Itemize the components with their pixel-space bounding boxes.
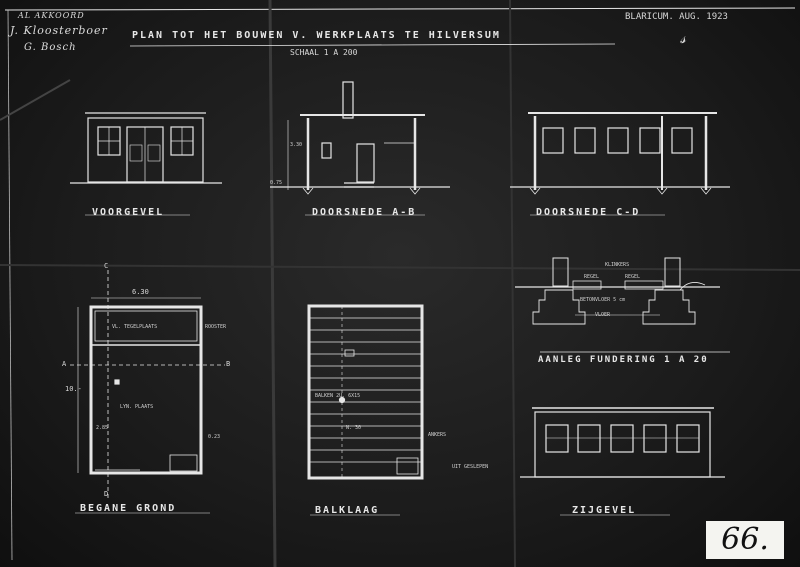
note-n30: N. 30 (346, 425, 362, 431)
fundering-drawing (515, 257, 730, 353)
note-regel-1: REGEL (584, 274, 600, 280)
caption-begane-grond: BEGANE GROND (80, 503, 177, 514)
sheet-number-tag: 66. (706, 521, 784, 559)
marker-b: B (226, 360, 231, 368)
note-betonvloer: BETONVLOER 5 cm (580, 297, 626, 303)
note-tegelplaats: VL. TEGELPLAATS (112, 324, 158, 330)
caption-doorsnede-ab: DOORSNEDE A-B (312, 207, 417, 218)
note-ankers: ANKERS (428, 432, 447, 438)
stamp-text-1: AL AKKOORD (18, 11, 85, 20)
note-klinkers: KLINKERS (605, 262, 630, 268)
note-vloer: VLOER (595, 312, 611, 318)
doorsnede-cd-drawing (510, 112, 730, 195)
voorgevel-drawing (70, 112, 222, 184)
dim-section-height: 3.30 (290, 142, 303, 148)
dim-section-base: 0.75 (270, 180, 283, 186)
stamp-signature-1: J. Kloosterboer (10, 24, 108, 37)
page-title: PLAN TOT HET BOUWEN V. WERKPLAATS TE HIL… (132, 30, 501, 41)
architect-signature: 𝓈 (680, 28, 687, 47)
note-rooster: ROOSTER (205, 324, 227, 330)
marker-c: C (104, 262, 109, 270)
balklaag-plan-drawing (307, 304, 424, 480)
marker-a: A (62, 360, 67, 368)
dim-width: 6.30 (132, 288, 149, 296)
zijgevel-drawing (520, 407, 725, 478)
marker-d: D (104, 490, 109, 498)
dim-opening: 2.85 (96, 425, 109, 431)
begane-grond-plan-drawing (70, 270, 225, 498)
note-lyn-plaats: LYN. PLAATS (120, 404, 154, 410)
note-uitgeslepen: UIT GESLEPEN (452, 464, 489, 470)
dim-lower: 0.23 (208, 434, 221, 440)
place-date: BLARICUM. AUG. 1923 (625, 12, 728, 22)
caption-fundering: AANLEG FUNDERING 1 A 20 (538, 355, 709, 365)
caption-voorgevel: VOORGEVEL (92, 207, 165, 218)
stamp-signature-2: G. Bosch (24, 42, 77, 53)
caption-doorsnede-cd: DOORSNEDE C-D (536, 207, 641, 218)
scale-note: SCHAAL 1 A 200 (290, 48, 358, 57)
doorsnede-ab-drawing (270, 81, 450, 195)
caption-balklaag: BALKLAAG (315, 505, 380, 516)
note-regel-2: REGEL (625, 274, 641, 280)
note-balken: BALKEN 2U. 6X15 (315, 393, 361, 399)
caption-zijgevel: ZIJGEVEL (572, 505, 637, 516)
dim-length: 10.- (65, 385, 82, 393)
